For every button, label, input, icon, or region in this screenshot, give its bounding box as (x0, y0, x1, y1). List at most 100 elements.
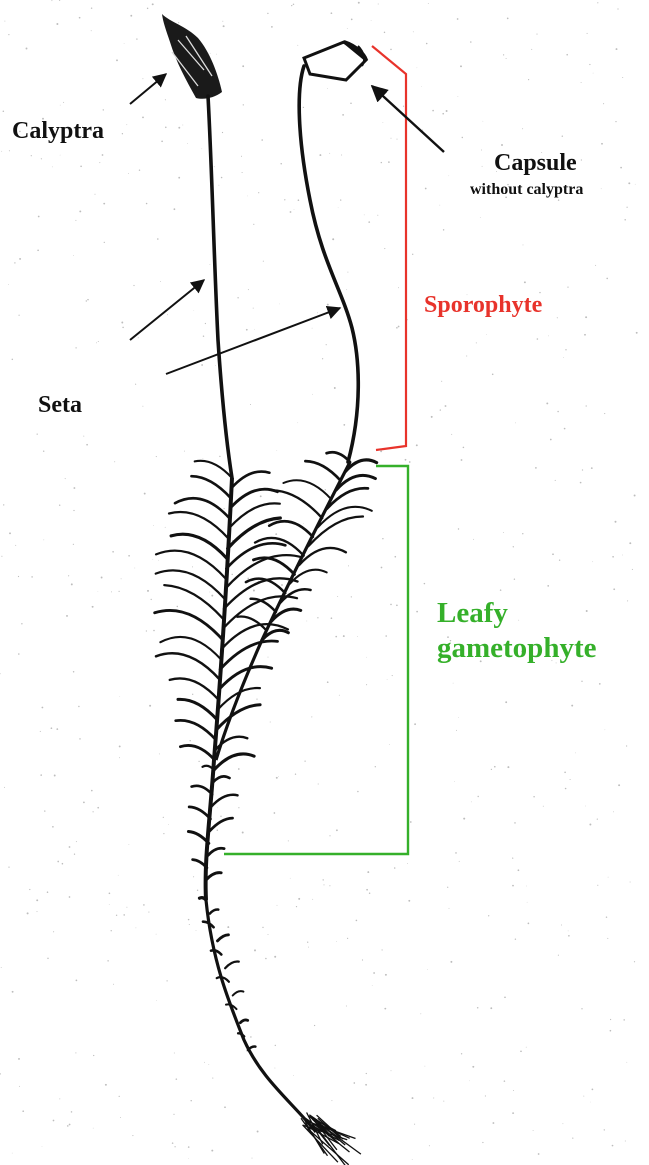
speckle (22, 1110, 24, 1112)
speckle (420, 1013, 421, 1014)
speckle (219, 185, 220, 186)
speckle (458, 717, 459, 718)
speckle (601, 188, 602, 189)
speckle (148, 912, 149, 913)
capsule-label: Capsule (494, 150, 577, 177)
speckle (160, 281, 161, 282)
speckle (293, 1075, 294, 1076)
speckle (98, 341, 99, 342)
leaf (176, 720, 216, 739)
speckle (426, 43, 428, 45)
speckle (83, 802, 85, 804)
speckle (463, 447, 465, 449)
speckle (136, 928, 137, 929)
speckle (201, 148, 202, 149)
speckle (482, 166, 483, 167)
speckle (212, 1078, 213, 1079)
speckle (284, 199, 285, 200)
speckle (123, 914, 125, 916)
speckle (215, 365, 216, 366)
speckle (414, 723, 416, 725)
speckle (80, 165, 82, 167)
speckle (336, 829, 338, 831)
speckle (610, 1030, 612, 1032)
speckle (260, 495, 262, 497)
speckle (291, 5, 292, 6)
speckle (182, 125, 183, 126)
speckle (533, 796, 534, 797)
speckle (456, 730, 457, 731)
speckle (211, 595, 213, 597)
speckle (558, 955, 559, 956)
speckle (362, 959, 363, 960)
speckle (178, 22, 179, 23)
speckle (605, 729, 606, 730)
speckle (312, 899, 313, 900)
speckle (65, 478, 66, 479)
leaf (200, 898, 207, 900)
speckle (565, 349, 566, 350)
speckle (382, 538, 383, 539)
speckle (476, 342, 477, 343)
speckle (44, 810, 45, 811)
speckle (622, 77, 623, 78)
speckle (331, 617, 333, 619)
speckle (69, 1124, 71, 1126)
speckle (177, 606, 178, 607)
speckle (99, 162, 100, 163)
speckle (413, 31, 414, 32)
speckle (254, 329, 255, 330)
speckle (350, 102, 352, 104)
speckle (281, 584, 283, 586)
speckle (343, 424, 345, 426)
speckle (304, 760, 305, 761)
speckle (322, 879, 323, 880)
speckle (514, 579, 515, 580)
speckle (566, 54, 568, 56)
speckle (192, 694, 193, 695)
speckle (597, 2, 598, 3)
speckle (79, 210, 81, 212)
leaf (210, 818, 233, 831)
speckle (425, 188, 427, 190)
speckle (139, 169, 140, 170)
speckle (340, 199, 341, 200)
speckle (208, 1064, 209, 1065)
speckle (109, 904, 110, 905)
speckle (448, 175, 449, 176)
speckle (73, 255, 74, 256)
speckle (243, 104, 244, 105)
speckle (372, 985, 373, 986)
speckle (620, 167, 622, 169)
speckle (587, 33, 588, 34)
speckle (37, 249, 39, 251)
speckle (274, 812, 276, 814)
speckle (469, 1080, 470, 1081)
speckle (275, 1045, 276, 1046)
speckle (203, 458, 204, 459)
speckle (246, 329, 248, 331)
speckle (523, 244, 524, 245)
speckle (575, 753, 576, 754)
speckle (306, 621, 307, 622)
speckle (0, 1073, 1, 1075)
speckle (311, 716, 312, 717)
speckle (79, 17, 81, 19)
speckle (121, 578, 122, 579)
speckle (410, 821, 412, 823)
speckle (142, 116, 144, 118)
speckle (193, 876, 194, 877)
speckle (597, 818, 598, 819)
speckle (250, 404, 251, 405)
speckle (217, 830, 218, 831)
speckle (158, 560, 159, 561)
speckle (439, 205, 440, 206)
speckle (365, 1084, 367, 1086)
speckle (165, 99, 166, 100)
speckle (351, 596, 352, 597)
speckle (252, 1158, 253, 1159)
speckle (41, 707, 43, 709)
speckle (555, 480, 556, 481)
speckle (543, 806, 544, 807)
speckle (83, 436, 84, 437)
